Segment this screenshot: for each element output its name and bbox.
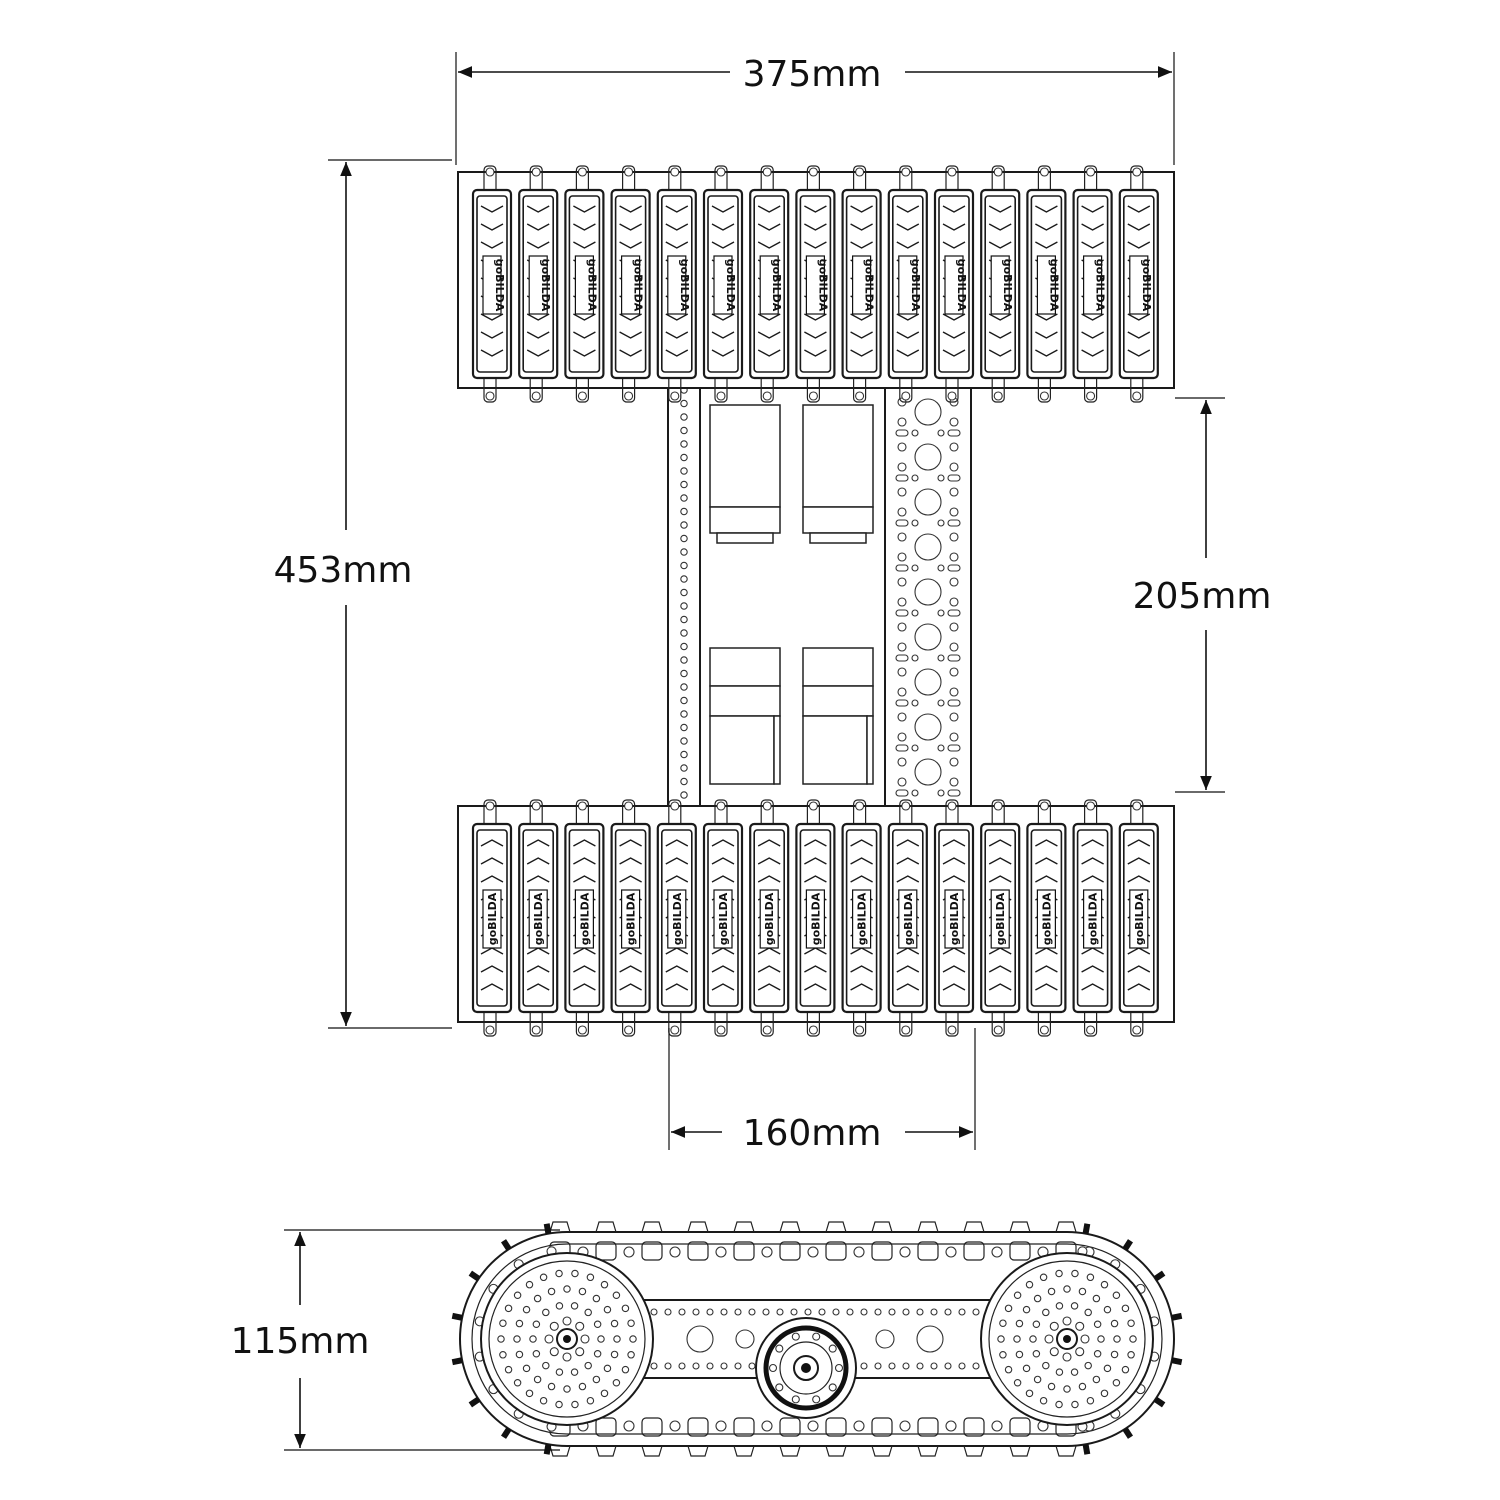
left-sprocket — [480, 1252, 654, 1426]
track-pad: goBILDA — [656, 165, 697, 403]
track-pad-logo: goBILDA — [948, 892, 961, 945]
track-pad: goBILDA — [1072, 165, 1113, 403]
track-pad: goBILDA — [702, 799, 744, 1037]
right-sprocket — [980, 1252, 1154, 1426]
track-pad-logo: goBILDA — [909, 259, 922, 312]
track-spacing-label: 160mm — [743, 1113, 882, 1154]
center-hub — [755, 1317, 857, 1419]
track-pad-logo: goBILDA — [585, 259, 598, 312]
track-pad-logo: goBILDA — [717, 892, 730, 945]
track-pad: goBILDA — [1072, 799, 1113, 1037]
track-pad: goBILDA — [749, 799, 790, 1037]
track-pad-logo: goBILDA — [493, 259, 506, 312]
track-pad-logo: goBILDA — [902, 892, 915, 945]
track-pad: goBILDA — [980, 799, 1021, 1037]
track-pad-logo: goBILDA — [863, 259, 876, 312]
track-pad: goBILDA — [471, 165, 513, 403]
track-pad: goBILDA — [610, 799, 651, 1037]
dimension-overall-width: 375mm — [455, 52, 1175, 165]
dimension-inner-gap: 205mm — [1133, 397, 1272, 793]
track-pad: goBILDA — [887, 165, 928, 403]
track-pad-logo: goBILDA — [816, 259, 829, 312]
track-pad-logo: goBILDA — [625, 892, 638, 945]
track-pad-logo: goBILDA — [809, 892, 822, 945]
track-pad: goBILDA — [1118, 165, 1159, 403]
track-pad: goBILDA — [1026, 799, 1067, 1037]
height-label: 115mm — [231, 1321, 370, 1362]
motor-upper-left — [709, 404, 781, 544]
dimension-overall-length: 453mm — [274, 159, 452, 1029]
track-pad-logo: goBILDA — [578, 892, 591, 945]
track-pad-logo: goBILDA — [678, 259, 691, 312]
dimension-height: 115mm — [231, 1229, 560, 1451]
track-pad: goBILDA — [841, 165, 882, 403]
track-pad: goBILDA — [933, 165, 975, 403]
track-pad: goBILDA — [471, 799, 513, 1037]
dimension-track-spacing: 160mm — [668, 1028, 976, 1154]
track-pad: goBILDA — [887, 799, 928, 1037]
track-pad-logo: goBILDA — [1040, 892, 1053, 945]
motor-lower-left — [709, 647, 781, 785]
track-pad: goBILDA — [795, 165, 836, 403]
track-pad: goBILDA — [656, 799, 697, 1037]
track-pad-logo: goBILDA — [763, 892, 776, 945]
side-plate-holes — [636, 1308, 980, 1370]
motor-lower-right — [802, 647, 874, 785]
overall-length-label: 453mm — [274, 550, 413, 591]
track-pad: goBILDA — [518, 165, 559, 403]
track-pad: goBILDA — [1118, 799, 1159, 1037]
track-pad: goBILDA — [564, 165, 605, 403]
track-pad-logo: goBILDA — [539, 259, 552, 312]
track-pad: goBILDA — [841, 799, 882, 1037]
top-track: goBILDA goBILDA goBILDA goBILDA goBILDA goBIL… — [457, 165, 1175, 403]
track-pad-logo: goBILDA — [1001, 259, 1014, 312]
motor-upper-right — [802, 404, 874, 544]
track-pad-logo: goBILDA — [632, 259, 645, 312]
track-pad-logo: goBILDA — [1094, 259, 1107, 312]
track-pad-logo: goBILDA — [1087, 892, 1100, 945]
track-pad-logo: goBILDA — [994, 892, 1007, 945]
right-channel-holes — [895, 397, 961, 797]
track-pad-logo: goBILDA — [1133, 892, 1146, 945]
track-pad: goBILDA — [795, 799, 836, 1037]
track-pad: goBILDA — [1026, 165, 1067, 403]
bottom-track: goBILDA goBILDA goBILDA goBILDA goBILDA goBIL… — [457, 799, 1175, 1037]
top-view: goBILDA goBILDA goBILDA goBILDA goBILDA goBIL… — [457, 165, 1175, 1037]
side-view — [451, 1221, 1183, 1457]
track-pad-logo: goBILDA — [770, 259, 783, 312]
track-pad-logo: goBILDA — [1047, 259, 1060, 312]
track-pad-logo: goBILDA — [671, 892, 684, 945]
track-pad: goBILDA — [564, 799, 605, 1037]
track-pad: goBILDA — [610, 165, 651, 403]
track-pad: goBILDA — [749, 165, 790, 403]
track-pad: goBILDA — [980, 165, 1021, 403]
side-track-teeth — [451, 1221, 1183, 1457]
inner-gap-label: 205mm — [1133, 576, 1272, 617]
track-pad-logo: goBILDA — [856, 892, 869, 945]
track-pad-logo: goBILDA — [532, 892, 545, 945]
track-pad-logo: goBILDA — [1140, 259, 1153, 312]
overall-width-label: 375mm — [743, 54, 882, 95]
track-pad: goBILDA — [933, 799, 975, 1037]
track-pad: goBILDA — [702, 165, 744, 403]
track-pad-logo: goBILDA — [724, 259, 737, 312]
track-pad: goBILDA — [518, 799, 559, 1037]
track-pad-logo: goBILDA — [955, 259, 968, 312]
track-pad-logo: goBILDA — [486, 892, 499, 945]
